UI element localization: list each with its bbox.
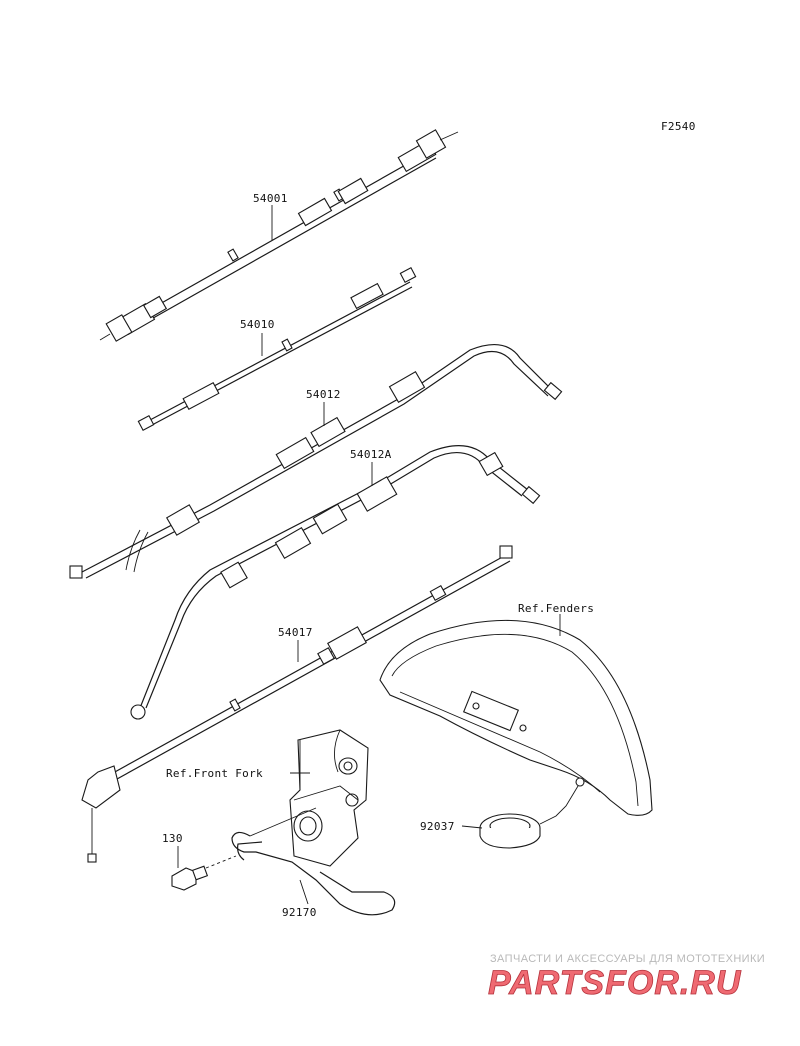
label-92037[interactable]: 92037 <box>420 820 455 833</box>
cable-54010[interactable] <box>137 267 417 431</box>
figure-id: F2540 <box>661 120 696 133</box>
label-130[interactable]: 130 <box>162 832 183 845</box>
front-fender[interactable] <box>379 619 653 816</box>
label-ref-front-fork[interactable]: Ref.Front Fork <box>166 767 263 780</box>
watermark-caption: ЗАПЧАСТИ И АКСЕССУАРЫ ДЛЯ МОТОТЕХНИКИ <box>490 953 765 965</box>
label-54012[interactable]: 54012 <box>306 388 341 401</box>
watermark-logo: PARTSFOR.RU <box>488 964 742 1002</box>
label-54012a[interactable]: 54012A <box>350 448 392 461</box>
cable-54001[interactable] <box>99 129 459 342</box>
watermark: ЗАПЧАСТИ И АКСЕССУАРЫ ДЛЯ МОТОТЕХНИКИ PA… <box>488 953 765 1002</box>
cable-54012a[interactable] <box>130 445 541 720</box>
front-fork-bracket[interactable] <box>289 729 369 867</box>
leader-92170 <box>299 879 309 905</box>
cable-54012[interactable] <box>69 343 563 579</box>
cable-guide-92037[interactable] <box>479 785 579 849</box>
bolt-130[interactable] <box>171 855 237 891</box>
label-54017[interactable]: 54017 <box>278 626 313 639</box>
label-92170[interactable]: 92170 <box>282 906 317 919</box>
label-54010[interactable]: 54010 <box>240 318 275 331</box>
clamp-92170[interactable] <box>231 807 396 916</box>
label-54001[interactable]: 54001 <box>253 192 288 205</box>
label-ref-fenders[interactable]: Ref.Fenders <box>518 602 594 615</box>
leader-92037 <box>461 825 483 829</box>
cable-54017[interactable] <box>81 545 513 863</box>
